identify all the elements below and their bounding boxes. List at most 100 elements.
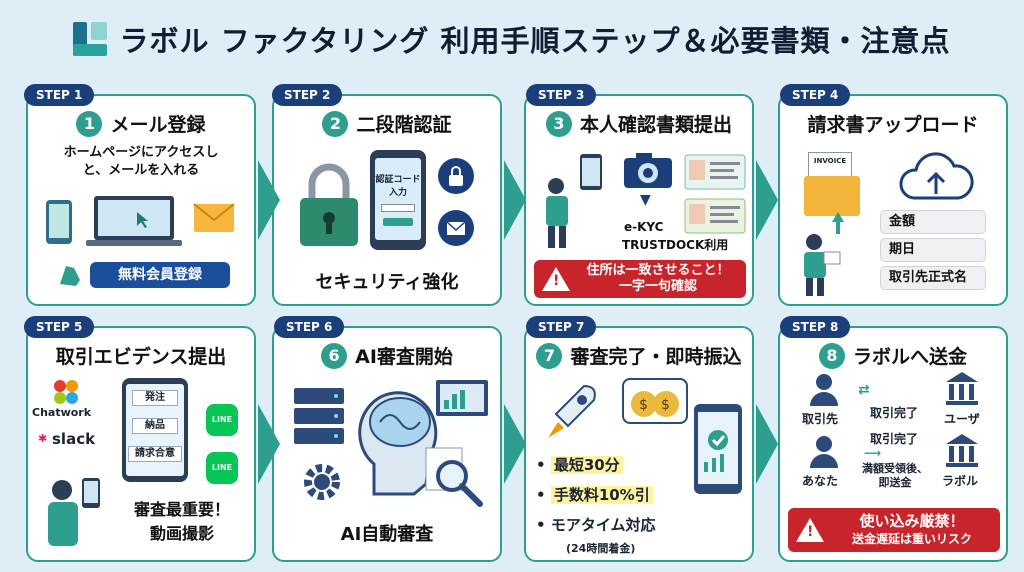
step6-title: AI審査開始 [355,346,453,368]
step8-number: 8 [818,342,845,369]
step7-points: • 最短30分 • 手数料10%引 • モアタイム対応 [536,450,656,540]
cloud-upload-icon [899,152,974,200]
step1-card: 1 メール登録 ホームページにアクセスし と、メールを入れる 無料会員登録 [26,94,256,306]
step7-title: 審査完了・即時振込 [570,346,742,368]
you-label: あなた [802,474,839,488]
lock-bubble-icon [438,158,474,194]
step2-number: 2 [322,110,349,137]
step6-card: 6 AI審査開始 AI自動審査 [272,326,502,562]
step6-badge: STEP 6 [274,316,345,338]
money-bag-bubble-icon: $$ [622,378,688,424]
step2-card: 2 二段階認証 認証コード 入力 セキュリティ強化 [272,94,502,306]
flow-delivery: 納品 [132,418,178,434]
arrow-right-icon [504,160,526,240]
server-icon [294,388,344,444]
step5-title: 取引エビデンス提出 [55,346,227,368]
rocket-icon [548,384,596,438]
full-payment-note: 満額受領後、 即送金 [862,462,928,489]
bank-icon [946,434,978,467]
step3-badge: STEP 3 [526,84,597,106]
ekyc-label: e-KYC [624,220,664,234]
security-caption: セキュリティ強化 [315,272,459,293]
analytics-screen-icon [436,380,488,416]
code-text: 認証コード [375,175,421,185]
misuse-warning: ! 使い込み厳禁！ 送金遅延は重いリスク [788,508,1000,552]
step4-card: 請求書アップロード INVOICE 金額 期日 取引先正式名 [778,94,1008,306]
step4-badge: STEP 4 [780,84,851,106]
id-card-icon [684,154,746,190]
client-name-field: 取引先正式名 [880,266,986,290]
step8-card: 8 ラボルへ送金 取引先 ⇄ 取引完了 ユーザ あなた 取引完了 ⟶ 満額受領後… [778,326,1008,562]
arrow-right-icon [504,404,526,484]
step4-title: 請求書アップロード [807,114,979,136]
step8-title: ラボルへ送金 [852,346,967,368]
gear-icon [304,464,340,500]
step2-badge: STEP 2 [272,84,343,106]
chatwork-label: Chatwork [32,406,92,419]
flow-phone-illustration: 発注 納品 請求合意 [122,378,188,482]
arrow-right-icon [258,160,280,240]
step3-number: 3 [545,110,572,137]
flow-invoice-agreement: 請求合意 [128,446,182,462]
hand-icon [60,266,80,286]
step5-caption: 審査最重要！ 動画撮影 [133,500,230,543]
step7-badge: STEP 7 [526,316,597,338]
step5-card: 取引エビデンス提出 Chatwork ✱ slack 発注 納品 請求合意 LI… [26,326,256,562]
person-uploading-illustration [804,212,844,296]
magnifier-icon [425,447,483,507]
line-icon: LINE [206,404,238,436]
svg-text:$: $ [661,397,670,413]
trustdock-label: TRUSTDOCK利用 [622,238,729,252]
padlock-icon [300,163,358,246]
amount-field: 金額 [880,210,986,234]
person-with-phone-illustration [546,154,602,248]
arrow-right-icon [756,404,778,484]
mail-bubble-icon [438,210,474,246]
due-date-field: 期日 [880,238,986,262]
phone-illustration: 認証コード 入力 [370,150,426,250]
free-signup-button[interactable]: 無料会員登録 [90,262,230,288]
step7-number: 7 [536,342,563,369]
devices-illustration [46,196,235,246]
step8-badge: STEP 8 [780,316,851,338]
license-card-icon [684,198,746,234]
warning-icon: ! [542,267,570,291]
point-fastest: • 最短30分 [536,450,656,480]
step1-description: ホームページにアクセスし と、メールを入れる [63,145,219,178]
exchange-arrows-icon: ⇄ [858,382,870,398]
bank-icon [946,372,978,405]
point-moretime: • モアタイム対応 [536,516,656,534]
address-warning: ! 住所は一致させること！ 一字一句確認 [534,260,746,298]
arrow-right-icon [258,404,280,484]
ai-brain-head-illustration [358,391,438,496]
page-header: ラボル ファクタリング 利用手順ステップ＆必要書類・注意点 [0,0,1024,78]
point-fee: • 手数料10%引 [536,480,656,510]
step2-title: 二段階認証 [356,114,452,136]
step3-title: 本人確認書類提出 [579,114,732,136]
labol-label: ラボル [942,474,979,488]
client-person-icon [810,374,838,406]
step6-number: 6 [321,342,348,369]
point-note: (24時間着金) [566,542,636,555]
row2-mid-label: 取引完了 [869,432,918,446]
step3-card: 3 本人確認書類提出 ▼ e-KYC TRUSTDOCK利用 ! 住所は一致させ… [524,94,754,306]
flow-order: 発注 [132,390,178,406]
step1-number: 1 [76,110,103,137]
row1-mid-label: 取引完了 [869,406,918,420]
slack-icon: ✱ [38,432,48,445]
ai-review-caption: AI自動審査 [340,524,434,545]
input-text: 入力 [388,188,407,198]
person-filming-illustration [48,478,100,546]
chatwork-icon [54,380,78,404]
camera-icon [624,153,672,188]
arrow-right-icon: ⟶ [864,446,882,460]
you-person-icon [810,436,838,468]
arrow-right-icon [756,160,778,240]
client-label: 取引先 [802,412,839,426]
step7-card: 7 審査完了・即時振込 $$ • 最短30分 • 手数料10%引 • モアタイム… [524,326,754,562]
warning-icon: ! [796,518,824,542]
step5-badge: STEP 5 [24,316,95,338]
line-icon: LINE [206,452,238,484]
chevron-down-icon: ▼ [640,192,651,208]
user-label: ユーザ [944,412,980,426]
